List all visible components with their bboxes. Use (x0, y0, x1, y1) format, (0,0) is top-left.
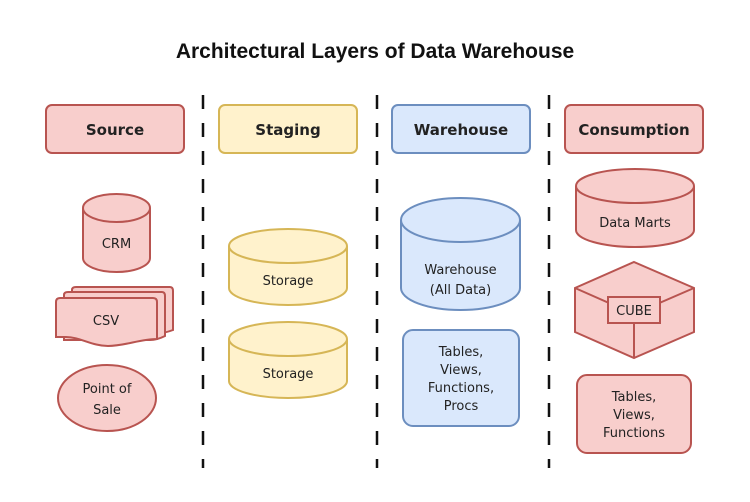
crm-database-icon[interactable]: CRM (82, 193, 151, 273)
consumption-objects-line2: Views, (613, 408, 655, 423)
olap-cube-icon[interactable]: CUBE (574, 260, 695, 360)
data-marts-database-icon[interactable]: Data Marts (575, 168, 695, 248)
storage-2-label: Storage (263, 367, 314, 382)
storage-1-label: Storage (263, 274, 314, 289)
header-staging[interactable]: Staging (218, 104, 358, 154)
diagram-title: Architectural Layers of Data Warehouse (176, 40, 574, 63)
csv-documents-icon[interactable]: CSV (55, 286, 174, 348)
pos-label-line1: Point of (83, 382, 132, 397)
header-warehouse[interactable]: Warehouse (391, 104, 531, 154)
staging-storage-1-database-icon[interactable]: Storage (228, 228, 348, 306)
warehouse-database-icon[interactable]: Warehouse (All Data) (400, 197, 521, 311)
header-source[interactable]: Source (45, 104, 185, 154)
header-consumption[interactable]: Consumption (564, 104, 704, 154)
pos-label-line2: Sale (93, 403, 121, 418)
warehouse-objects-box[interactable]: Tables, Views, Functions, Procs (402, 329, 520, 427)
consumption-objects-box[interactable]: Tables, Views, Functions (576, 374, 692, 454)
header-warehouse-label: Warehouse (414, 121, 508, 139)
warehouse-objects-line4: Procs (444, 399, 479, 414)
data-marts-label: Data Marts (599, 216, 671, 231)
header-source-label: Source (86, 121, 144, 139)
crm-label: CRM (102, 237, 131, 252)
warehouse-objects-line3: Functions, (428, 381, 494, 396)
point-of-sale-node[interactable]: Point of Sale (57, 364, 157, 432)
consumption-objects-line3: Functions (603, 426, 665, 441)
header-staging-label: Staging (255, 121, 320, 139)
csv-label: CSV (93, 314, 119, 329)
header-consumption-label: Consumption (578, 121, 689, 139)
consumption-objects-line1: Tables, (611, 390, 657, 405)
warehouse-objects-line1: Tables, (438, 345, 484, 360)
warehouse-label-line2: (All Data) (430, 283, 491, 298)
warehouse-objects-line2: Views, (440, 363, 482, 378)
warehouse-label-line1: Warehouse (424, 263, 496, 278)
staging-storage-2-database-icon[interactable]: Storage (228, 321, 348, 399)
cube-label: CUBE (616, 304, 652, 319)
